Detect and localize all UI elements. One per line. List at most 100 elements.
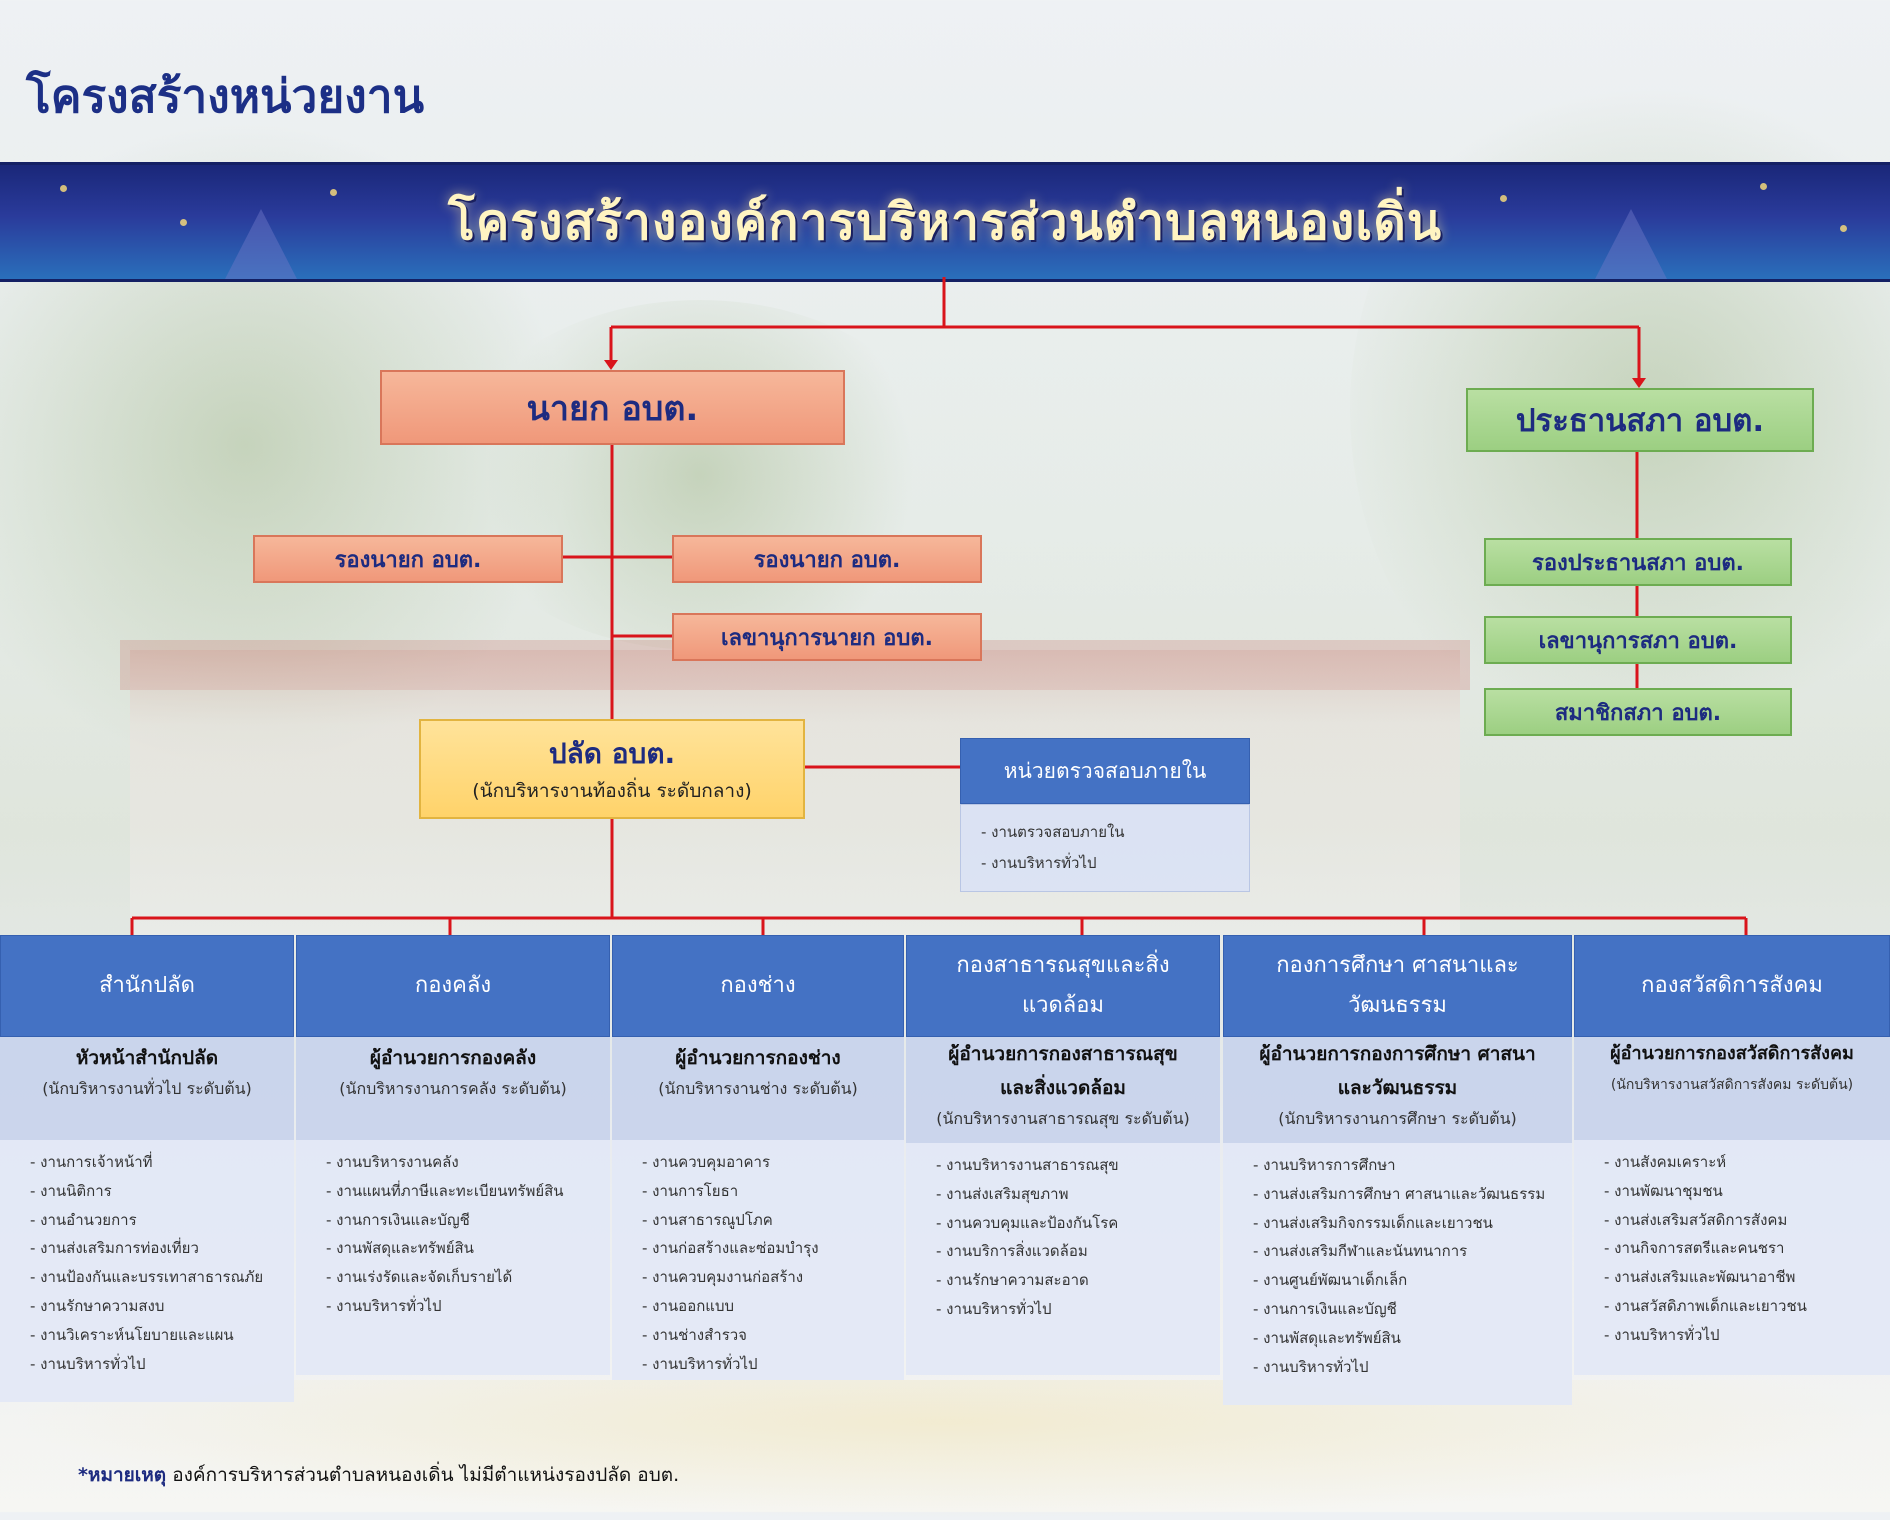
star-decoration (330, 189, 337, 196)
department-task-list: - งานสังคมเคราะห์ - งานพัฒนาชุมชน - งานส… (1574, 1140, 1890, 1375)
task-item: - งานส่งเสริมกิจกรรมเด็กและเยาวชน (1253, 1213, 1493, 1232)
council-members-box: สมาชิกสภา อบต. (1484, 688, 1792, 736)
deputy-mayor-left-label: รองนายก อบต. (334, 547, 482, 573)
task-item: - งานควบคุมงานก่อสร้าง (642, 1268, 804, 1287)
deputy-council-chair-label: รองประธานสภา อบต. (1532, 550, 1744, 576)
council-chair-label: ประธานสภา อบต. (1515, 403, 1765, 439)
stupa-decoration (225, 209, 297, 279)
task-item: - งานการเจ้าหน้าที่ (30, 1153, 153, 1171)
task-item: - งานบริหารทั่วไป (1253, 1357, 1369, 1376)
department-head-level: (นักบริหารงานสวัสดิการสังคม ระดับต้น) (1610, 1077, 1854, 1093)
star-decoration (1760, 183, 1767, 190)
department-name: กองคลัง (296, 935, 610, 1037)
star-decoration (1840, 225, 1847, 232)
deputy-mayor-right-label: รองนายก อบต. (753, 547, 901, 573)
task-item: - งานสังคมเคราะห์ (1604, 1153, 1727, 1171)
department-social-welfare: กองสวัสดิการสังคม ผู้อำนวยการกองสวัสดิกา… (1574, 935, 1890, 1375)
footnote: *หมายเหตุ องค์การบริหารส่วนตำบลหนองเดิ่น… (78, 1460, 679, 1490)
department-head-block: หัวหน้าสำนักปลัด (นักบริหารงานทั่วไป ระด… (0, 1037, 294, 1140)
task-item: - งานบริการสิ่งแวดล้อม (936, 1242, 1088, 1261)
department-head-title: หัวหน้าสำนักปลัด (75, 1047, 219, 1069)
task-item: - งานส่งเสริมกีฬาและนันทนาการ (1253, 1242, 1468, 1261)
stupa-decoration (1595, 209, 1667, 279)
department-name: สำนักปลัด (0, 935, 294, 1037)
audit-task: - งานตรวจสอบภายใน (981, 823, 1125, 841)
task-item: - งานบริหารทั่วไป (936, 1299, 1052, 1318)
task-item: - งานก่อสร้างและซ่อมบำรุง (642, 1239, 819, 1258)
department-head-title: ผู้อำนวยการกองคลัง (369, 1047, 537, 1069)
department-head-block: ผู้อำนวยการกองช่าง (นักบริหารงานช่าง ระด… (612, 1037, 904, 1140)
task-item: - งานสวัสดิภาพเด็กและเยาวชน (1604, 1296, 1807, 1315)
department-education: กองการศึกษา ศาสนาและวัฒนธรรม ผู้อำนวยการ… (1223, 935, 1572, 1405)
task-item: - งานควบคุมและป้องกันโรค (936, 1213, 1119, 1232)
palad-box: ปลัด อบต. (นักบริหารงานท้องถิ่น ระดับกลา… (419, 719, 805, 819)
department-head-block: ผู้อำนวยการกองคลัง (นักบริหารงานการคลัง … (296, 1037, 610, 1140)
task-item: - งานเร่งรัดและจัดเก็บรายได้ (326, 1268, 513, 1287)
mayor-label: นายก อบต. (526, 388, 699, 429)
audit-title: หน่วยตรวจสอบภายใน (960, 738, 1250, 804)
task-item: - งานพัสดุและทรัพย์สิน (1253, 1328, 1401, 1347)
task-item: - งานควบคุมอาคาร (642, 1153, 771, 1171)
task-item: - งานส่งเสริมสวัสดิการสังคม (1604, 1210, 1788, 1229)
department-task-list: - งานการเจ้าหน้าที่ - งานนิติการ - งานอำ… (0, 1140, 294, 1402)
page-title: โครงสร้างหน่วยงาน (26, 69, 425, 123)
council-chair-box: ประธานสภา อบต. (1466, 388, 1814, 452)
department-office-of-palad: สำนักปลัด หัวหน้าสำนักปลัด (นักบริหารงาน… (0, 935, 294, 1402)
department-name: กองช่าง (612, 935, 904, 1037)
task-item: - งานป้องกันและบรรเทาสาธารณภัย (30, 1268, 264, 1287)
background-tree (450, 300, 950, 650)
arrow-head (1632, 378, 1646, 388)
task-item: - งานบริหารการศึกษา (1253, 1156, 1396, 1174)
task-item: - งานบริหารทั่วไป (642, 1354, 758, 1373)
task-item: - งานส่งเสริมและพัฒนาอาชีพ (1604, 1268, 1796, 1287)
star-decoration (60, 185, 67, 192)
department-name: กองการศึกษา ศาสนาและวัฒนธรรม (1223, 935, 1572, 1037)
star-decoration (180, 219, 187, 226)
department-head-title: ผู้อำนวยการกองช่าง (675, 1047, 841, 1069)
task-item: - งานบริหารงานคลัง (326, 1153, 459, 1171)
deputy-mayor-right-box: รองนายก อบต. (672, 535, 982, 583)
department-public-health: กองสาธารณสุขและสิ่งแวดล้อม ผู้อำนวยการกอ… (906, 935, 1220, 1375)
task-item: - งานกิจการสตรีและคนชรา (1604, 1239, 1785, 1258)
deputy-mayor-left-box: รองนายก อบต. (253, 535, 563, 583)
task-item: - งานสาธารณูปโภค (642, 1210, 773, 1229)
department-finance: กองคลัง ผู้อำนวยการกองคลัง (นักบริหารงาน… (296, 935, 610, 1375)
banner-title: โครงสร้างองค์การบริหารส่วนตำบลหนองเดิ่น (447, 191, 1443, 251)
department-head-block: ผู้อำนวยการกองการศึกษา ศาสนาและวัฒนธรรม … (1223, 1037, 1572, 1143)
department-head-block: ผู้อำนวยการกองสวัสดิการสังคม (นักบริหารง… (1574, 1037, 1890, 1140)
department-task-list: - งานควบคุมอาคาร - งานการโยธา - งานสาธาร… (612, 1140, 904, 1380)
task-item: - งานแผนที่ภาษีและทะเบียนทรัพย์สิน (326, 1181, 564, 1200)
task-item: - งานศูนย์พัฒนาเด็กเล็ก (1253, 1271, 1408, 1290)
task-item: - งานอำนวยการ (30, 1210, 137, 1229)
task-item: - งานพัฒนาชุมชน (1604, 1181, 1723, 1200)
task-item: - งานการโยธา (642, 1181, 739, 1200)
task-item: - งานส่งเสริมการท่องเที่ยว (30, 1239, 199, 1258)
department-name: กองสาธารณสุขและสิ่งแวดล้อม (906, 935, 1220, 1037)
background-lawn (0, 1380, 1890, 1520)
task-item: - งานวิเคราะห์นโยบายและแผน (30, 1325, 234, 1344)
department-head-level: (นักบริหารงานการศึกษา ระดับต้น) (1278, 1109, 1517, 1128)
department-task-list: - งานบริหารงานสาธารณสุข - งานส่งเสริมสุข… (906, 1143, 1220, 1375)
department-head-title: ผู้อำนวยการกองสวัสดิการสังคม (1610, 1043, 1854, 1064)
task-item: - งานพัสดุและทรัพย์สิน (326, 1239, 474, 1258)
task-item: - งานนิติการ (30, 1181, 112, 1200)
task-item: - งานรักษาความสงบ (30, 1296, 165, 1315)
department-head-block: ผู้อำนวยการกองสาธารณสุขและสิ่งแวดล้อม (น… (906, 1037, 1220, 1143)
task-item: - งานช่างสำรวจ (642, 1325, 747, 1344)
department-name: กองสวัสดิการสังคม (1574, 935, 1890, 1037)
task-item: - งานบริหารทั่วไป (1604, 1325, 1720, 1344)
department-head-title: ผู้อำนวยการกองการศึกษา ศาสนาและวัฒนธรรม (1259, 1043, 1536, 1099)
mayor-secretary-label: เลขานุการนายก อบต. (720, 625, 933, 651)
audit-task-list: - งานตรวจสอบภายใน - งานบริหารทั่วไป (960, 804, 1250, 892)
task-item: - งานบริหารทั่วไป (326, 1296, 442, 1315)
task-item: - งานการเงินและบัญชี (326, 1210, 470, 1229)
department-head-title: ผู้อำนวยการกองสาธารณสุขและสิ่งแวดล้อม (948, 1043, 1178, 1099)
task-item: - งานบริหารทั่วไป (30, 1354, 146, 1373)
task-item: - งานส่งเสริมการศึกษา ศาสนาและวัฒนธรรม (1253, 1184, 1546, 1203)
department-engineering: กองช่าง ผู้อำนวยการกองช่าง (นักบริหารงาน… (612, 935, 904, 1380)
deputy-council-chair-box: รองประธานสภา อบต. (1484, 538, 1792, 586)
task-item: - งานออกแบบ (642, 1296, 734, 1315)
council-secretary-label: เลขานุการสภา อบต. (1538, 628, 1738, 654)
department-head-level: (นักบริหารงานช่าง ระดับต้น) (658, 1079, 858, 1098)
department-head-level: (นักบริหารงานสาธารณสุข ระดับต้น) (936, 1109, 1190, 1128)
